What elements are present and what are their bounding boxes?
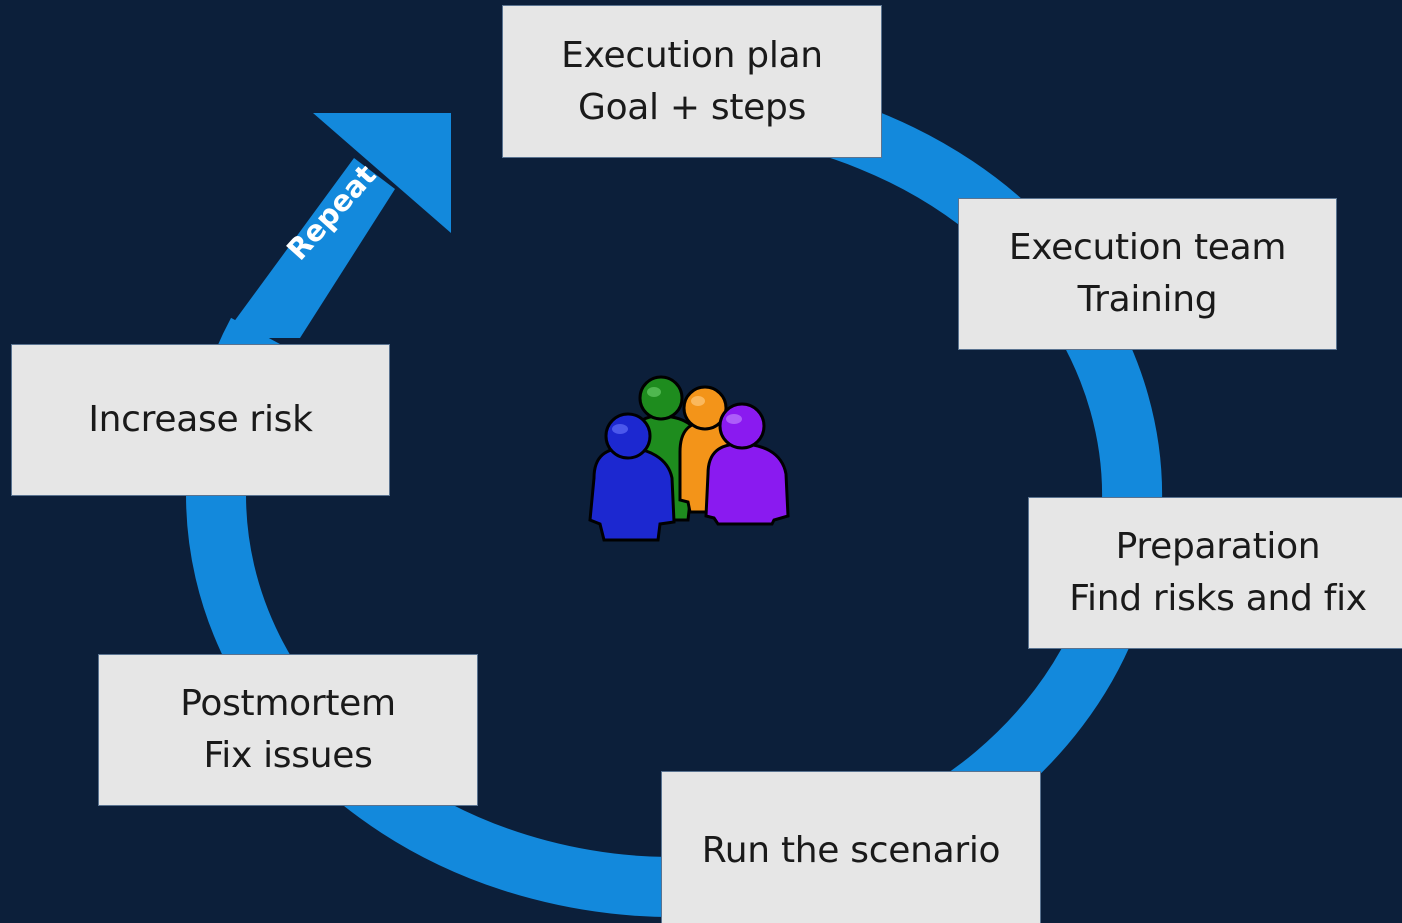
step-execution-plan: Execution plan Goal + steps [502, 5, 882, 158]
step-line: Run the scenario [701, 830, 1001, 871]
step-line: Preparation [1115, 526, 1321, 567]
step-line: Training [1077, 279, 1218, 320]
step-line: Execution plan [561, 34, 823, 76]
cycle-arrowhead [313, 113, 451, 233]
step-line: Goal + steps [577, 86, 807, 128]
step-run-scenario: Run the scenario [661, 771, 1041, 923]
step-line: Execution team [1008, 227, 1287, 268]
cycle-arrow-neck [222, 158, 395, 338]
person-purple-icon [704, 402, 790, 526]
step-line: Postmortem [180, 683, 396, 724]
team-people-icon [588, 375, 790, 542]
step-postmortem: Postmortem Fix issues [98, 654, 478, 806]
step-preparation: Preparation Find risks and fix [1028, 497, 1402, 649]
step-line: Fix issues [203, 735, 373, 776]
step-execution-team: Execution team Training [958, 198, 1337, 350]
step-line: Increase risk [88, 399, 313, 440]
step-increase-risk: Increase risk [11, 344, 390, 496]
step-line: Find risks and fix [1069, 578, 1367, 619]
person-blue-icon [588, 412, 676, 542]
